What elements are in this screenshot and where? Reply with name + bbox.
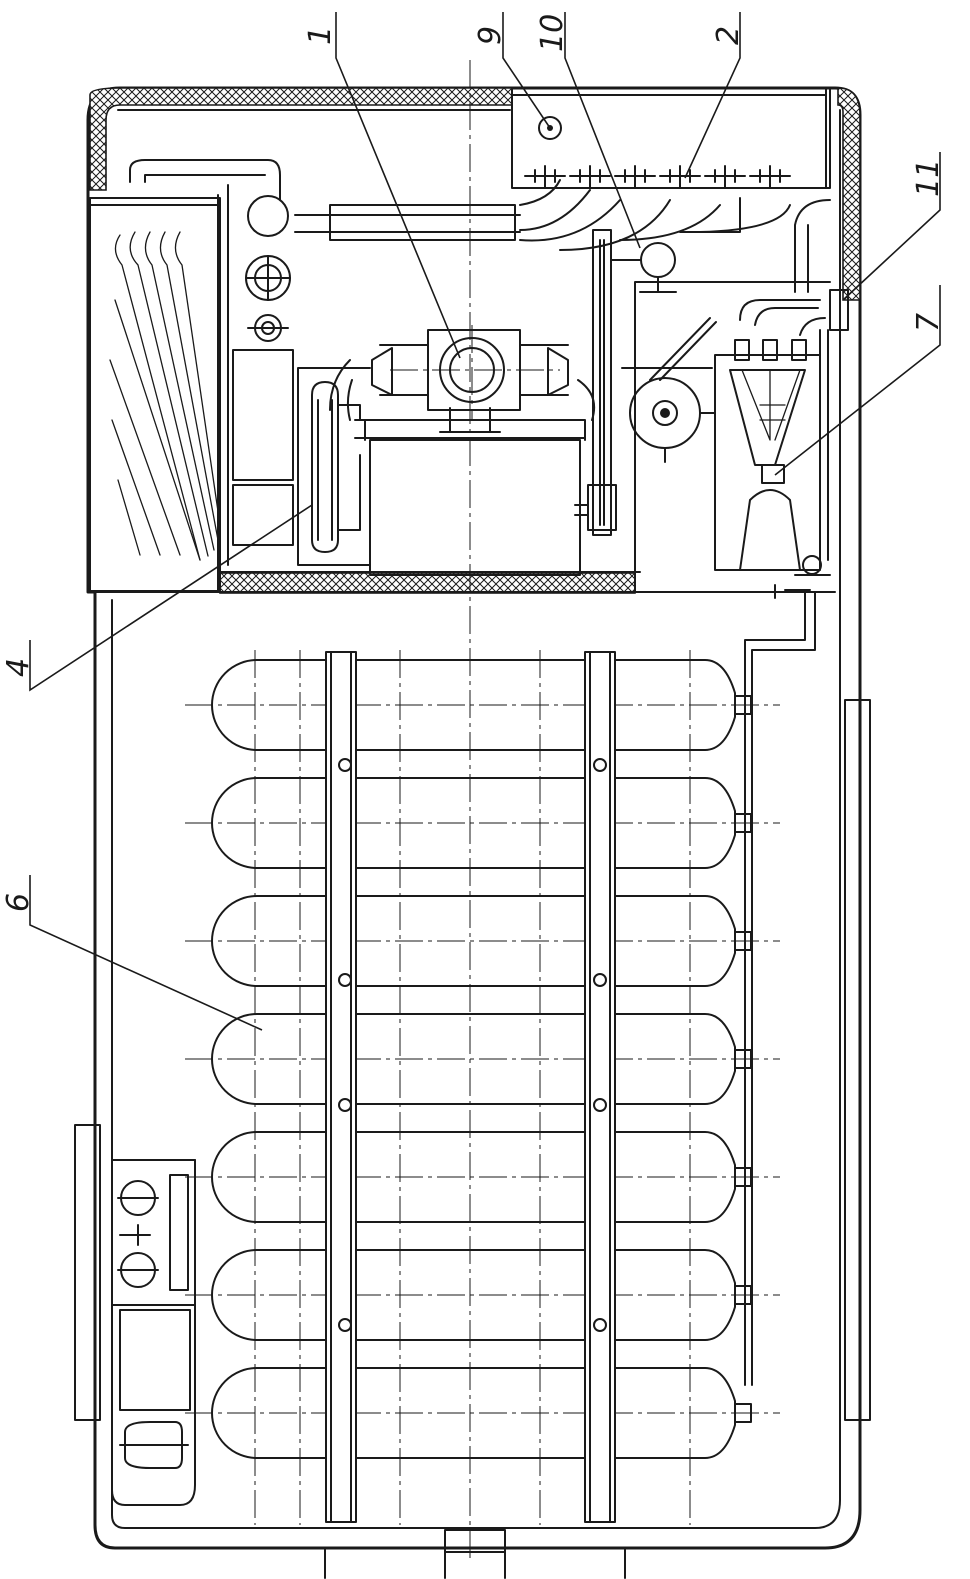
gas-cylinder [211,1131,736,1223]
cylinder-valve [734,695,752,715]
gas-cylinder [211,1367,736,1459]
callout-2: 2 [711,26,746,45]
gas-cylinder [211,1013,736,1105]
cylinder-bank [185,650,780,1525]
cylinder-valve [734,931,752,951]
callout-leaders [29,12,941,1031]
callout-4: 4 [1,658,36,677]
compressor [329,329,596,576]
cylinder-valve [734,1285,752,1305]
callout-6: 6 [1,893,36,912]
cylinder-valve [734,1049,752,1069]
outlet-piping [744,591,816,1386]
gas-cylinder [211,777,736,869]
oil-separator [297,367,371,566]
cylinder-valve [734,1167,752,1187]
cylinder-valve [734,1403,752,1423]
callout-labels: 1 2 4 6 7 9 10 11 [1,14,946,912]
callout-11: 11 [911,159,946,197]
strap-bolts [338,758,607,1332]
top-piping [129,159,791,342]
pressure-gauge [621,317,717,463]
control-panel [511,87,831,189]
sight-column [574,229,677,536]
cylinder-straps [325,651,616,1523]
gas-cylinder [211,659,736,751]
center-axes [390,60,560,1560]
electrical-box [111,1159,196,1506]
callout-9: 9 [473,26,508,45]
gas-cylinder [211,1249,736,1341]
callout-1: 1 [303,26,338,45]
callout-10: 10 [535,14,570,52]
callout-7: 7 [911,313,946,332]
cyclone-filter [714,299,831,599]
insulated-walls [89,87,861,594]
gas-cylinder [211,895,736,987]
condenser-coil [89,184,294,592]
cylinder-valve [734,813,752,833]
side-port [794,199,849,331]
